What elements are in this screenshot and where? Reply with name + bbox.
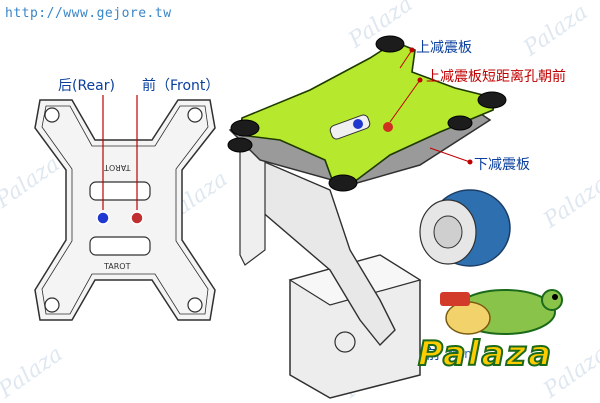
- upper-plate-label: 上减震板: [416, 40, 472, 56]
- lower-plate-leader: [429, 147, 471, 163]
- rear-hole-marker: [353, 119, 363, 129]
- short-hole-label: 上减震板短距离孔朝前: [426, 69, 566, 85]
- motor: [419, 189, 511, 267]
- bottom-front-sub: front: [448, 347, 477, 361]
- corner-holes: [44, 107, 203, 313]
- upper-slot: [89, 181, 151, 201]
- lower-plate-label: 下减震板: [474, 157, 530, 173]
- source-url: http://www.gejore.tw: [5, 6, 172, 21]
- front-label: 前（Front）: [142, 78, 220, 94]
- upper-plate-leader: [399, 49, 413, 69]
- rear-label: 后(Rear): [58, 78, 115, 94]
- damper-balls: [227, 35, 507, 192]
- front-hole-marker: [130, 211, 144, 225]
- plate-outline: [34, 99, 216, 321]
- short-hole-leader: [389, 79, 421, 123]
- gimbal-arm: [259, 158, 396, 347]
- lower-slot: [89, 236, 151, 256]
- plate-text-bottom: TAROT: [104, 262, 131, 271]
- palaza-mascot-logo: [440, 289, 563, 335]
- bottom-front-label: 前: [426, 347, 440, 363]
- palaza-brand-text: Palaza: [417, 333, 554, 375]
- gimbal-arm-left: [239, 149, 266, 266]
- front-hole-marker: [383, 122, 393, 132]
- rear-hole-marker: [96, 211, 110, 225]
